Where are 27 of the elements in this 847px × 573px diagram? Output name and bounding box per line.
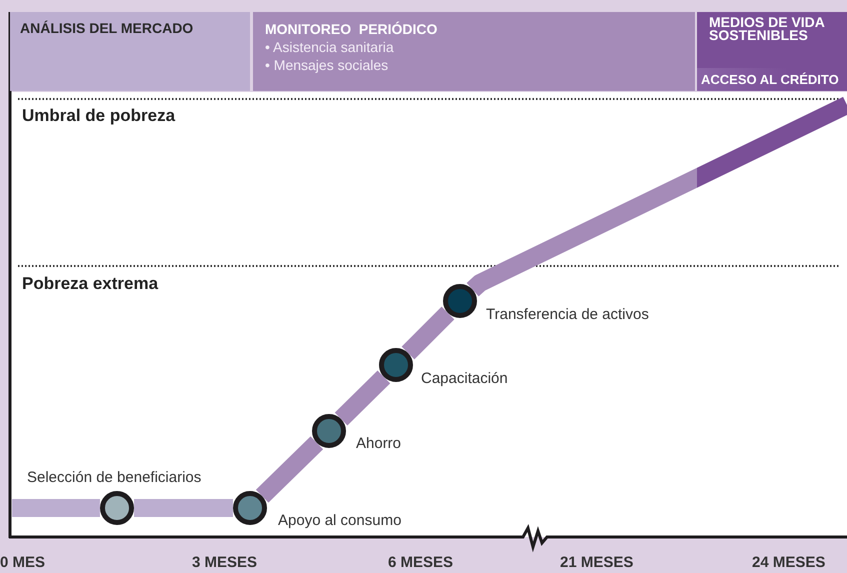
progress-line [466, 96, 847, 296]
threshold-label: Pobreza extrema [22, 274, 158, 294]
phase-band [253, 12, 695, 91]
phase-band [10, 12, 250, 91]
threshold-label: Umbral de pobreza [22, 106, 176, 126]
axis-tick-label: 21 MESES [560, 554, 634, 571]
milestone-label: Transferencia de activos [486, 306, 649, 323]
progress-line [12, 499, 100, 517]
bullet-item: • Asistencia sanitaria [265, 38, 394, 56]
milestone-label: Apoyo al consumo [278, 512, 402, 529]
phase-title: MONITOREO PERIÓDICO [265, 20, 438, 38]
credit-band [697, 68, 847, 91]
phase-title: ACCESO AL CRÉDITO [701, 72, 839, 88]
progress-line [134, 499, 233, 517]
bullet-item: • Mensajes sociales [265, 56, 388, 75]
axis-tick-label: 24 MESES [752, 554, 826, 571]
progress-line [402, 306, 454, 360]
progress-line [334, 370, 390, 426]
phase-title: MEDIOS DE VIDA SOSTENIBLES [709, 16, 826, 43]
axis-tick-label: 3 MESES [192, 554, 258, 571]
milestone-label: Selección de beneficiarios [27, 469, 202, 486]
phase-title: ANÁLISIS DEL MERCADO [20, 20, 194, 37]
axis-tick-label: 6 MESES [388, 554, 454, 571]
axis-tick-label: 0 MES [0, 554, 46, 571]
phase-band [697, 12, 847, 68]
milestone-label: Capacitación [421, 370, 508, 387]
milestone-label: Ahorro [356, 435, 402, 452]
